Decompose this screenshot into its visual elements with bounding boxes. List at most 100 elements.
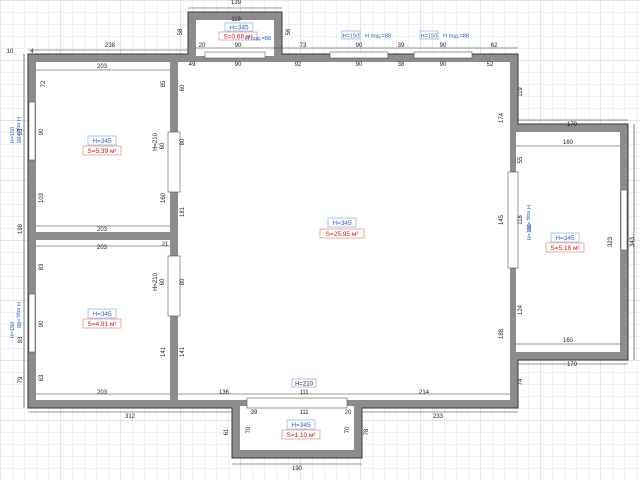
svg-text:74: 74 bbox=[518, 378, 524, 385]
svg-text:90: 90 bbox=[356, 43, 363, 49]
svg-text:343: 343 bbox=[630, 236, 636, 247]
svg-text:55: 55 bbox=[518, 156, 524, 163]
room-label-bottom-small: H=345 S=1.10 м² bbox=[281, 419, 321, 440]
svg-text:90: 90 bbox=[356, 62, 363, 68]
svg-text:174: 174 bbox=[499, 112, 505, 123]
svg-text:S=4.91 м²: S=4.91 м² bbox=[87, 321, 117, 328]
svg-text:78: 78 bbox=[364, 428, 370, 435]
svg-text:62: 62 bbox=[491, 43, 498, 49]
room-label-top-left: H=345 S=5.39 м² bbox=[82, 135, 122, 156]
svg-text:52: 52 bbox=[487, 62, 494, 68]
window-right bbox=[620, 189, 628, 251]
svg-text:39: 39 bbox=[398, 43, 405, 49]
svg-text:72: 72 bbox=[41, 80, 47, 87]
svg-text:H=345: H=345 bbox=[555, 235, 575, 242]
door-bottom-small bbox=[246, 397, 348, 409]
label-window-right-h: H=150 bbox=[527, 224, 533, 241]
label-window-left-b-sill: H под.=88 bbox=[15, 302, 21, 328]
svg-text:49: 49 bbox=[189, 62, 196, 68]
label-door-b: H=210 bbox=[153, 272, 159, 291]
svg-text:124: 124 bbox=[518, 304, 524, 315]
window-left-b bbox=[28, 293, 36, 353]
svg-text:141: 141 bbox=[180, 346, 186, 357]
svg-text:136: 136 bbox=[219, 390, 230, 396]
svg-text:170: 170 bbox=[567, 122, 578, 128]
svg-text:S=5.18 м²: S=5.18 м² bbox=[550, 245, 580, 252]
door-bottom-left bbox=[167, 255, 181, 317]
label-top-small-sill: H под.=88 bbox=[245, 36, 271, 42]
svg-text:10: 10 bbox=[7, 49, 14, 55]
svg-text:80: 80 bbox=[180, 278, 186, 285]
svg-text:60: 60 bbox=[180, 84, 186, 91]
svg-text:90: 90 bbox=[440, 43, 447, 49]
svg-text:61: 61 bbox=[224, 428, 230, 435]
label-door-a: H=210 bbox=[153, 132, 159, 151]
svg-text:145: 145 bbox=[499, 214, 505, 225]
svg-text:H=345: H=345 bbox=[92, 138, 112, 145]
svg-text:103: 103 bbox=[39, 192, 45, 203]
dimension-labels: 139 119 58 56 10 4 238 20 90 73 90 39 90… bbox=[7, 0, 636, 472]
svg-text:119: 119 bbox=[518, 87, 524, 97]
svg-text:4: 4 bbox=[30, 49, 34, 55]
svg-text:190: 190 bbox=[292, 466, 303, 472]
svg-text:90: 90 bbox=[235, 43, 242, 49]
label-window-top-b-h: H=150 bbox=[421, 34, 438, 40]
window-left-a bbox=[28, 101, 36, 161]
svg-text:139: 139 bbox=[231, 0, 242, 6]
dimension-lines bbox=[23, 7, 635, 465]
svg-text:56: 56 bbox=[286, 28, 292, 35]
label-window-top-b-sill: H под.=88 bbox=[443, 34, 469, 40]
svg-text:188: 188 bbox=[499, 328, 505, 339]
window-top-b bbox=[413, 51, 473, 59]
svg-text:39: 39 bbox=[251, 410, 258, 416]
svg-text:160: 160 bbox=[563, 140, 574, 146]
svg-text:S=1.10 м²: S=1.10 м² bbox=[286, 432, 316, 439]
label-door-main: H=210 bbox=[295, 382, 314, 388]
label-window-top-a-sill: H под.=88 bbox=[365, 34, 391, 40]
svg-text:93: 93 bbox=[18, 128, 24, 135]
svg-text:90: 90 bbox=[235, 62, 242, 68]
svg-text:111: 111 bbox=[299, 390, 309, 396]
svg-text:S=25.95 м²: S=25.95 м² bbox=[326, 231, 360, 238]
svg-text:85: 85 bbox=[161, 80, 167, 87]
svg-text:80: 80 bbox=[180, 138, 186, 145]
svg-text:203: 203 bbox=[97, 245, 108, 251]
svg-text:203: 203 bbox=[97, 227, 108, 233]
svg-text:38: 38 bbox=[398, 62, 405, 68]
label-window-left-a-sill: H под.=88 bbox=[15, 117, 21, 143]
svg-text:20: 20 bbox=[345, 410, 352, 416]
svg-text:S=0.68 м²: S=0.68 м² bbox=[223, 34, 253, 41]
door-top-left bbox=[167, 131, 181, 193]
svg-text:170: 170 bbox=[567, 362, 578, 368]
svg-text:S=5.39 м²: S=5.39 м² bbox=[87, 148, 117, 155]
svg-text:323: 323 bbox=[608, 236, 614, 247]
svg-text:198: 198 bbox=[18, 223, 24, 234]
door-right bbox=[507, 171, 519, 269]
label-window-left-a-h: H=150 bbox=[10, 127, 16, 144]
label-window-top-a-h: H=150 bbox=[343, 34, 360, 40]
svg-text:90: 90 bbox=[39, 320, 45, 327]
svg-text:79: 79 bbox=[18, 376, 24, 383]
svg-text:160: 160 bbox=[563, 338, 574, 344]
svg-text:181: 181 bbox=[180, 206, 186, 217]
svg-text:H=345: H=345 bbox=[291, 422, 311, 429]
door-top-small bbox=[204, 51, 266, 59]
svg-text:70: 70 bbox=[345, 426, 351, 433]
svg-text:238: 238 bbox=[105, 43, 116, 49]
svg-text:58: 58 bbox=[178, 28, 184, 35]
room-label-right: H=345 S=5.18 м² bbox=[545, 232, 585, 253]
svg-text:60: 60 bbox=[160, 278, 166, 285]
svg-text:160: 160 bbox=[161, 192, 167, 203]
svg-text:73: 73 bbox=[300, 43, 307, 49]
svg-text:70: 70 bbox=[246, 426, 252, 433]
label-window-right-sill: H под.=88 bbox=[525, 205, 531, 231]
svg-text:20: 20 bbox=[199, 43, 206, 49]
svg-text:233: 233 bbox=[433, 414, 444, 420]
svg-text:141: 141 bbox=[161, 346, 167, 357]
svg-text:83: 83 bbox=[39, 263, 45, 270]
svg-text:H=345: H=345 bbox=[92, 311, 112, 318]
svg-text:203: 203 bbox=[97, 64, 108, 70]
svg-text:90: 90 bbox=[440, 62, 447, 68]
